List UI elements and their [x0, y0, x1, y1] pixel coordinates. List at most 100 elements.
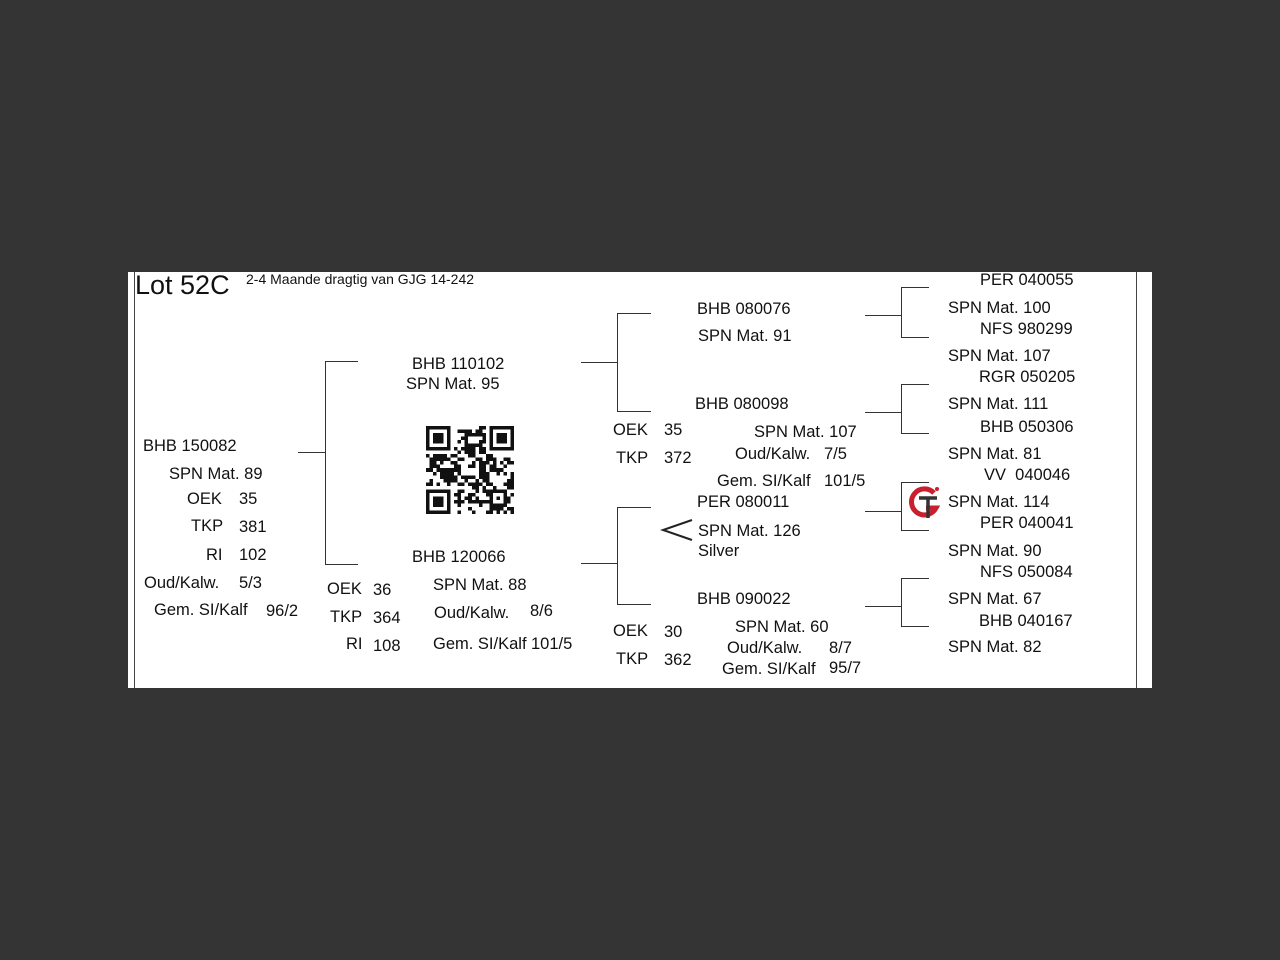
gen4-entry: SPN Mat. 67	[948, 590, 1042, 608]
dam-ri-value: 108	[373, 637, 401, 655]
ss-id: BHB 080076	[697, 300, 791, 318]
gen4-entry: PER 040041	[980, 514, 1074, 532]
animal-oek-label: OEK	[187, 490, 222, 508]
chevron-left-icon	[660, 519, 693, 541]
right-border	[1136, 272, 1137, 688]
bracket-line	[325, 361, 358, 362]
dam-oud-value: 8/6	[530, 602, 553, 620]
bracket-line	[901, 287, 929, 288]
bracket-line	[617, 411, 651, 412]
sd-spn: SPN Mat. 107	[754, 423, 857, 441]
gen4-entry: SPN Mat. 107	[948, 347, 1051, 365]
dam-oek-value: 36	[373, 581, 392, 599]
dd-oud-value: 8/7	[829, 639, 852, 657]
bracket-line	[901, 337, 929, 338]
dd-id: BHB 090022	[697, 590, 791, 608]
animal-spn: SPN Mat. 89	[169, 465, 263, 483]
gen4-entry: PER 040055	[980, 271, 1074, 289]
animal-oek-value: 35	[239, 490, 258, 508]
sd-gem-label: Gem. SI/Kalf	[717, 472, 811, 490]
animal-ri-label: RI	[206, 546, 223, 564]
ds-id: PER 080011	[697, 493, 790, 511]
dam-gem-value: 101/5	[531, 635, 573, 653]
ds-spn: SPN Mat. 126	[698, 522, 801, 540]
bracket-line	[901, 626, 929, 627]
ss-spn: SPN Mat. 91	[698, 327, 792, 345]
pregnancy-note: 2-4 Maande dragtig van GJG 14-242	[246, 271, 475, 287]
bracket-line	[901, 482, 902, 530]
animal-gem-label: Gem. SI/Kalf	[154, 601, 248, 619]
animal-id: BHB 150082	[143, 437, 237, 455]
gen4-entry: NFS 980299	[980, 320, 1073, 338]
bracket-line	[617, 604, 651, 605]
dam-oud-label: Oud/Kalw.	[434, 604, 510, 622]
dam-oek-label: OEK	[327, 580, 362, 598]
animal-gem-value: 96/2	[266, 602, 299, 620]
sire-spn: SPN Mat. 95	[406, 375, 500, 393]
qr-code-icon	[426, 426, 514, 514]
sd-oud-value: 7/5	[824, 445, 847, 463]
dam-gem-label: Gem. SI/Kalf	[433, 635, 527, 653]
bracket-line	[617, 313, 651, 314]
animal-tkp-label: TKP	[191, 517, 224, 535]
bracket-line	[617, 313, 618, 411]
gen4-entry: RGR 050205	[979, 368, 1076, 386]
dam-spn: SPN Mat. 88	[433, 576, 527, 594]
bracket-line	[617, 507, 618, 604]
sd-tkp-value: 372	[664, 449, 692, 467]
dam-tkp-value: 364	[373, 609, 401, 627]
left-border	[134, 272, 135, 688]
bracket-line	[901, 384, 929, 385]
animal-tkp-value: 381	[239, 518, 267, 536]
animal-oud-value: 5/3	[239, 574, 262, 592]
bracket-line	[901, 482, 929, 483]
bracket-line	[901, 530, 929, 531]
ds-extra: Silver	[698, 542, 740, 560]
gen4-entry: SPN Mat. 100	[948, 299, 1051, 317]
bracket-line	[901, 578, 929, 579]
bracket-line	[865, 315, 901, 316]
dd-oud-label: Oud/Kalw.	[727, 639, 803, 657]
bracket-line	[581, 362, 617, 363]
bracket-line	[901, 287, 902, 337]
bracket-line	[325, 361, 326, 564]
sire-id: BHB 110102	[412, 355, 505, 373]
gen4-entry: SPN Mat. 114	[948, 493, 1050, 511]
dam-ri-label: RI	[346, 635, 363, 653]
bracket-line	[901, 384, 902, 433]
animal-ri-value: 102	[239, 546, 267, 564]
gt-logo-icon	[909, 486, 941, 518]
bracket-line	[865, 606, 901, 607]
gen4-entry: SPN Mat. 111	[948, 395, 1049, 413]
dd-gem-value: 95/7	[829, 659, 862, 677]
gen4-entry: BHB 040167	[979, 612, 1073, 630]
pedigree-sheet: Lot 52C 2-4 Maande dragtig van GJG 14-24…	[128, 270, 1152, 688]
dd-tkp-value: 362	[664, 651, 692, 669]
sd-tkp-label: TKP	[616, 449, 649, 467]
lot-title: Lot 52C	[135, 270, 230, 300]
animal-oud-label: Oud/Kalw.	[144, 574, 220, 592]
dd-spn: SPN Mat. 60	[735, 618, 829, 636]
gen4-entry: SPN Mat. 81	[948, 445, 1042, 463]
sd-oek-value: 35	[664, 421, 683, 439]
bracket-line	[901, 433, 929, 434]
bracket-line	[865, 412, 901, 413]
bracket-line	[865, 511, 901, 512]
bracket-line	[901, 578, 902, 626]
sd-oud-label: Oud/Kalw.	[735, 445, 811, 463]
bracket-line	[325, 564, 358, 565]
dd-oek-label: OEK	[613, 622, 648, 640]
bracket-line	[581, 563, 617, 564]
sd-id: BHB 080098	[695, 395, 789, 413]
sd-oek-label: OEK	[613, 421, 648, 439]
sd-gem-value: 101/5	[824, 472, 866, 490]
dd-gem-label: Gem. SI/Kalf	[722, 660, 816, 678]
dd-oek-value: 30	[664, 623, 683, 641]
bracket-line	[617, 507, 651, 508]
dam-tkp-label: TKP	[330, 608, 363, 626]
dd-tkp-label: TKP	[616, 650, 649, 668]
dam-id: BHB 120066	[412, 548, 506, 566]
gen4-entry: VV 040046	[984, 466, 1071, 484]
gen4-entry: NFS 050084	[980, 563, 1073, 581]
gen4-entry: SPN Mat. 82	[948, 638, 1042, 656]
